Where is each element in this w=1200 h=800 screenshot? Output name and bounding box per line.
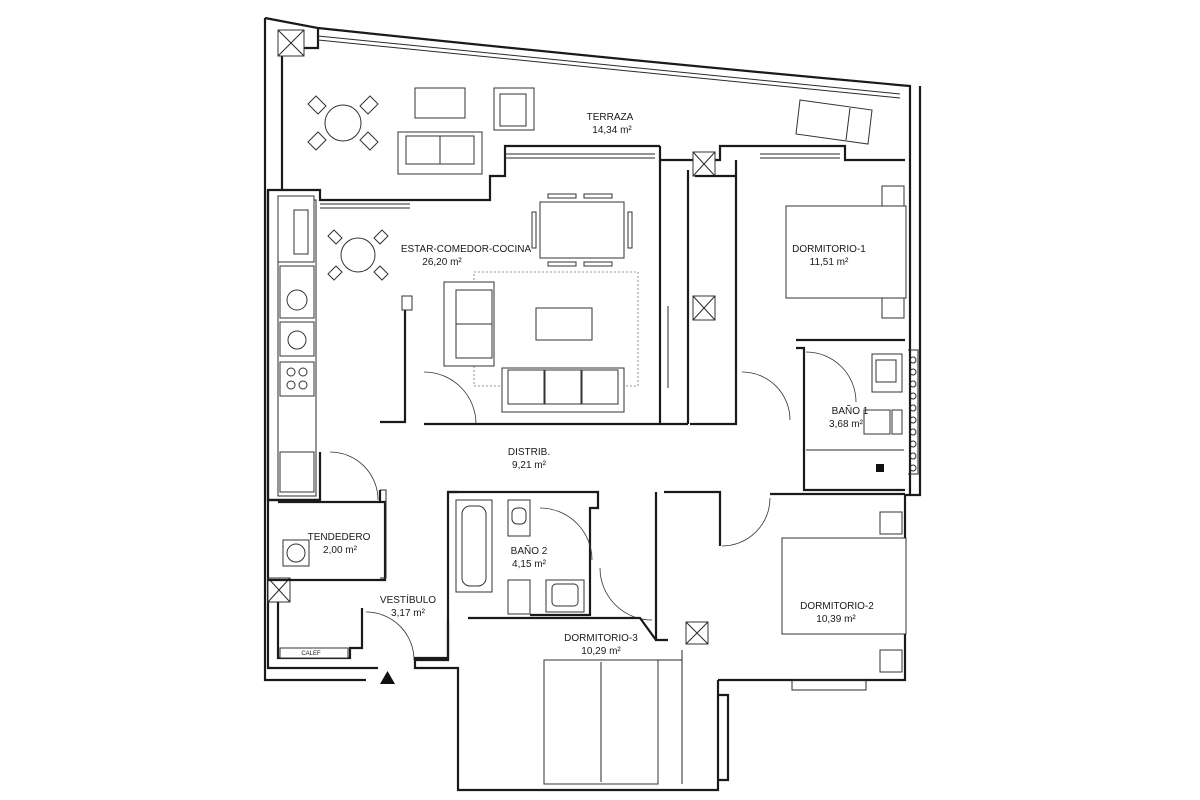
- room-label-distrib: DISTRIB. 9,21 m²: [508, 447, 550, 471]
- double-bed-1: [785, 205, 907, 299]
- coffee-table: [535, 307, 593, 341]
- double-bed-2: [781, 537, 907, 635]
- room-name: BAÑO 2: [511, 544, 548, 557]
- room-area: 3,68 m²: [829, 419, 864, 430]
- calef-unit: [279, 647, 349, 659]
- room-label-bano1: BAÑO 1 3,68 m²: [829, 404, 869, 430]
- bedroom-1-plan: [690, 160, 907, 426]
- room-name: BAÑO 1: [832, 404, 869, 417]
- living-area: [266, 160, 690, 502]
- service-area-plan: [268, 451, 450, 662]
- room-name: TERRAZA: [587, 112, 634, 123]
- room-label-bano2: BAÑO 2 4,15 m²: [511, 544, 548, 570]
- room-label-tendedero: TENDEDERO 2,00 m²: [308, 532, 371, 556]
- room-label-dormitorio2: DORMITORIO-2 10,39 m²: [800, 601, 874, 625]
- terrace-table: [414, 87, 466, 119]
- room-area: 3,17 m²: [391, 608, 426, 619]
- bedroom-3-plan: [468, 616, 683, 785]
- room-area: 10,29 m²: [581, 646, 621, 657]
- room-area: 2,00 m²: [323, 545, 358, 556]
- room-label-terraza: TERRAZA 14,34 m²: [587, 112, 634, 136]
- toilet-1: [863, 409, 891, 435]
- bathroom-2-plan: [446, 490, 653, 621]
- dining-table: [531, 193, 633, 267]
- terrace-armchair: [493, 87, 535, 131]
- room-name: DISTRIB.: [508, 447, 550, 458]
- hob: [279, 361, 315, 397]
- toilet-2: [507, 579, 531, 615]
- terrace-sofa: [397, 131, 483, 175]
- bedroom-2-plan: [654, 490, 907, 691]
- room-area: 26,20 m²: [422, 257, 462, 268]
- room-area: 4,15 m²: [512, 559, 547, 570]
- sofa-bottom: [501, 367, 625, 413]
- sun-lounger: [795, 99, 873, 145]
- room-area: 14,34 m²: [592, 125, 632, 136]
- entrance-arrow-icon: [380, 671, 395, 684]
- room-area: 10,39 m²: [816, 614, 856, 625]
- sofa-left: [443, 281, 495, 367]
- room-area: 9,21 m²: [512, 460, 547, 471]
- room-name: DORMITORIO-3: [564, 633, 638, 644]
- round-table-set: [327, 229, 389, 281]
- room-area: 11,51 m²: [810, 257, 849, 268]
- room-name: ESTAR-COMEDOR-COCINA: [401, 244, 532, 255]
- room-name: DORMITORIO-1: [792, 244, 866, 255]
- room-label-dormitorio3: DORMITORIO-3 10,29 m²: [564, 633, 638, 657]
- room-label-dormitorio1: DORMITORIO-1 11,51 m²: [792, 244, 866, 268]
- room-name: DORMITORIO-2: [800, 601, 874, 612]
- structural-columns: [267, 151, 716, 645]
- bathroom-1-plan: [796, 346, 919, 492]
- room-name: VESTÍBULO: [380, 593, 436, 606]
- calef-label: CALEF: [301, 651, 321, 657]
- window-screen: [909, 356, 917, 472]
- room-label-estar: ESTAR-COMEDOR-COCINA 26,20 m²: [401, 244, 532, 268]
- room-name: TENDEDERO: [308, 532, 371, 543]
- room-label-vestibulo: VESTÍBULO 3,17 m²: [380, 593, 436, 619]
- terrace-table-set: [307, 95, 379, 151]
- washer: [279, 451, 315, 493]
- terrace-structure: [277, 29, 905, 209]
